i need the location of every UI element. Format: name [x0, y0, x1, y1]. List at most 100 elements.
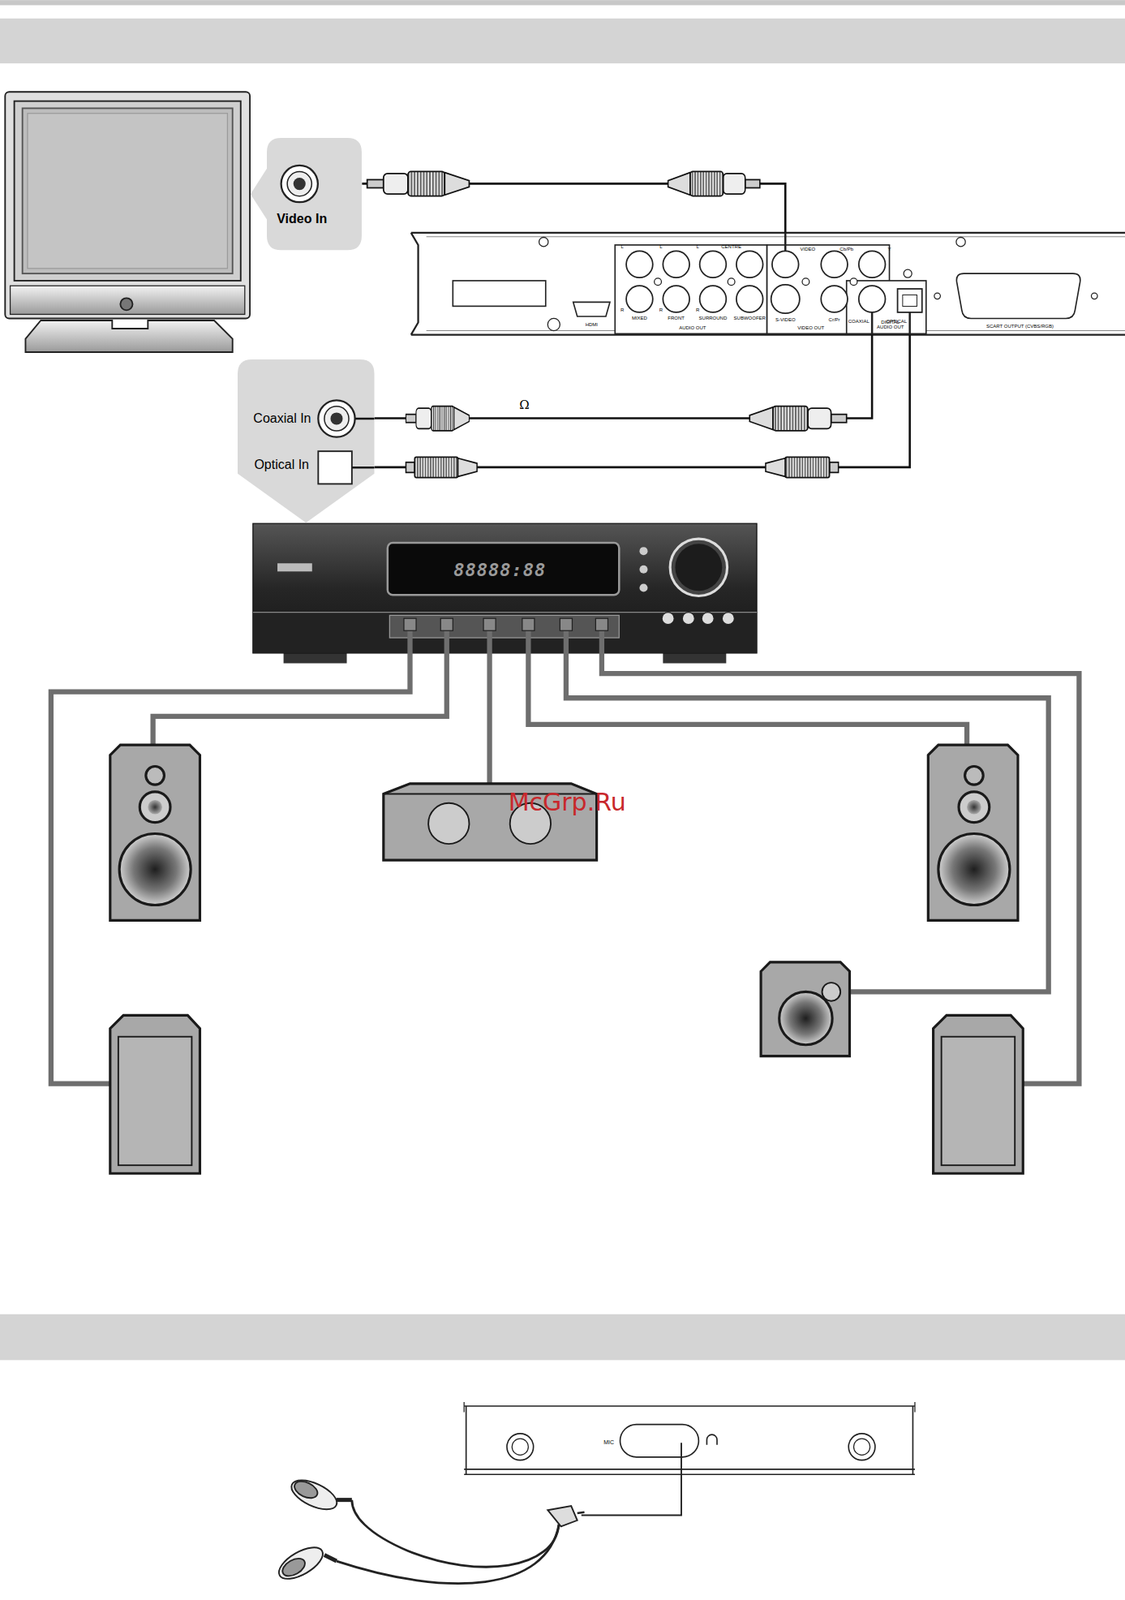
av-receiver — [389, 614, 619, 638]
av-receiver — [277, 562, 313, 572]
bubble-outline — [237, 359, 375, 523]
cable-plug — [454, 407, 470, 430]
tv-monitor — [4, 91, 250, 353]
cable-plug — [745, 179, 761, 188]
center-speaker — [428, 802, 469, 844]
input-label: Coaxial In — [253, 411, 311, 426]
cable-plug — [458, 458, 478, 477]
earphones — [274, 1541, 328, 1585]
callout-bubble: Video In — [266, 137, 362, 250]
speaker-wire — [528, 622, 967, 745]
dvd-rear-panel — [727, 278, 735, 286]
dvd-rear-panel — [654, 278, 662, 286]
dvd-rear-panel — [452, 280, 546, 306]
cable-plug — [383, 173, 408, 194]
speaker-terminal — [403, 618, 417, 631]
front-speaker — [147, 799, 163, 815]
cable-plug — [367, 179, 384, 188]
speaker-terminal — [440, 618, 453, 631]
dvd-rear-panel — [820, 250, 848, 278]
dvd-rear-panel — [934, 292, 941, 300]
cable-plug — [829, 462, 839, 473]
dvd-rear-panel — [736, 285, 764, 313]
input-label: Optical In — [253, 457, 310, 473]
dvd-front-panel — [620, 1424, 700, 1457]
cable-plug — [723, 173, 746, 194]
bubble-outline — [317, 450, 352, 484]
jack-label: VIDEO OUT — [797, 325, 825, 331]
rear-speaker — [110, 1014, 1023, 1173]
dvd-rear-panel — [956, 273, 1080, 318]
av-receiver — [669, 538, 727, 596]
dvd-rear-panel — [846, 280, 927, 334]
earphones — [291, 1477, 321, 1502]
dvd-rear-panel — [956, 237, 966, 247]
jack-label: SCART OUTPUT (CVBS/RGB) — [986, 323, 1054, 329]
earphones — [336, 1497, 353, 1502]
front-speaker — [958, 791, 990, 823]
bubble-outline — [250, 137, 362, 250]
cable-plug — [431, 406, 455, 431]
dvd-front-panel — [506, 1433, 534, 1460]
bubble-outline — [352, 418, 375, 468]
dvd-front-panel — [706, 1434, 718, 1445]
speaker-terminal — [559, 618, 572, 631]
speaker-wire — [51, 622, 1080, 1083]
dvd-panel-area: LLLCENTREVIDEOCb/PbYRRRHDMIMIXEDFRONTSUR… — [411, 232, 1125, 335]
cable-plug — [749, 407, 773, 430]
cable-plug — [414, 456, 458, 477]
jack-label: L — [620, 244, 623, 250]
jack-label: SURROUND — [699, 315, 728, 321]
tv-monitor — [27, 113, 228, 269]
dvd-rear-panel — [626, 250, 923, 314]
dvd-rear-panel — [547, 317, 560, 331]
callout-bubble: Coaxial In Optical In — [237, 359, 375, 486]
dvd-rear-panel — [626, 250, 653, 278]
cable-plug — [772, 406, 808, 431]
front-speaker — [110, 744, 1018, 920]
dvd-rear-panel — [771, 284, 800, 314]
dvd-rear-panel — [573, 301, 610, 317]
av-receiver — [253, 523, 757, 653]
cable-plug — [690, 171, 724, 196]
dvd-rear-panel — [772, 250, 799, 278]
jack-label: CENTRE — [721, 244, 742, 250]
av-receiver — [674, 543, 722, 591]
av-receiver — [701, 612, 714, 625]
speaker-terminal — [483, 618, 496, 631]
cable-plug — [765, 458, 786, 477]
rear-speaker — [933, 1014, 1024, 1173]
dvd-rear-panel — [411, 232, 1125, 335]
av-receiver — [682, 612, 695, 625]
earphones — [547, 1505, 577, 1526]
cable-plug — [807, 407, 832, 429]
cable-plug — [765, 456, 839, 477]
av-receiver — [721, 612, 735, 625]
impedance-label: Ω — [519, 397, 529, 413]
input-label: Video In — [276, 211, 327, 227]
rear-speaker — [941, 1036, 1016, 1165]
dvd-front-panel — [854, 1438, 871, 1455]
jack-label: Cr/Pr — [828, 317, 841, 323]
cable-plug — [785, 456, 830, 477]
av-receiver — [639, 565, 648, 574]
header-bar — [0, 0, 1125, 5]
header-bar — [0, 0, 1125, 1360]
bubble-outline — [287, 171, 313, 196]
jack-label: DIGITAL AUDIO OUT — [876, 319, 905, 331]
earphones — [336, 1524, 559, 1584]
subwoofer — [822, 982, 842, 1001]
tv-monitor — [4, 91, 250, 318]
jack-label: R — [620, 307, 624, 313]
subwoofer — [760, 961, 850, 1057]
front-speaker — [965, 766, 984, 786]
rear-speaker — [110, 1014, 201, 1173]
cable-plug — [405, 462, 415, 473]
jack-label: S-VIDEO — [775, 317, 796, 323]
bubble-outline — [293, 177, 306, 190]
dvd-rear-panel — [626, 285, 653, 313]
dvd-rear-panel — [785, 232, 910, 335]
jack-label: L — [659, 244, 662, 250]
cable-plug — [668, 172, 691, 196]
